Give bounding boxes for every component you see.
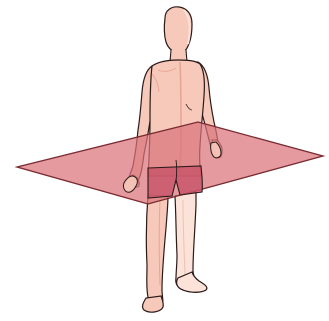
left-foot — [143, 296, 164, 312]
legs-lower — [144, 192, 206, 311]
left-leg — [144, 195, 168, 311]
head — [164, 7, 192, 53]
